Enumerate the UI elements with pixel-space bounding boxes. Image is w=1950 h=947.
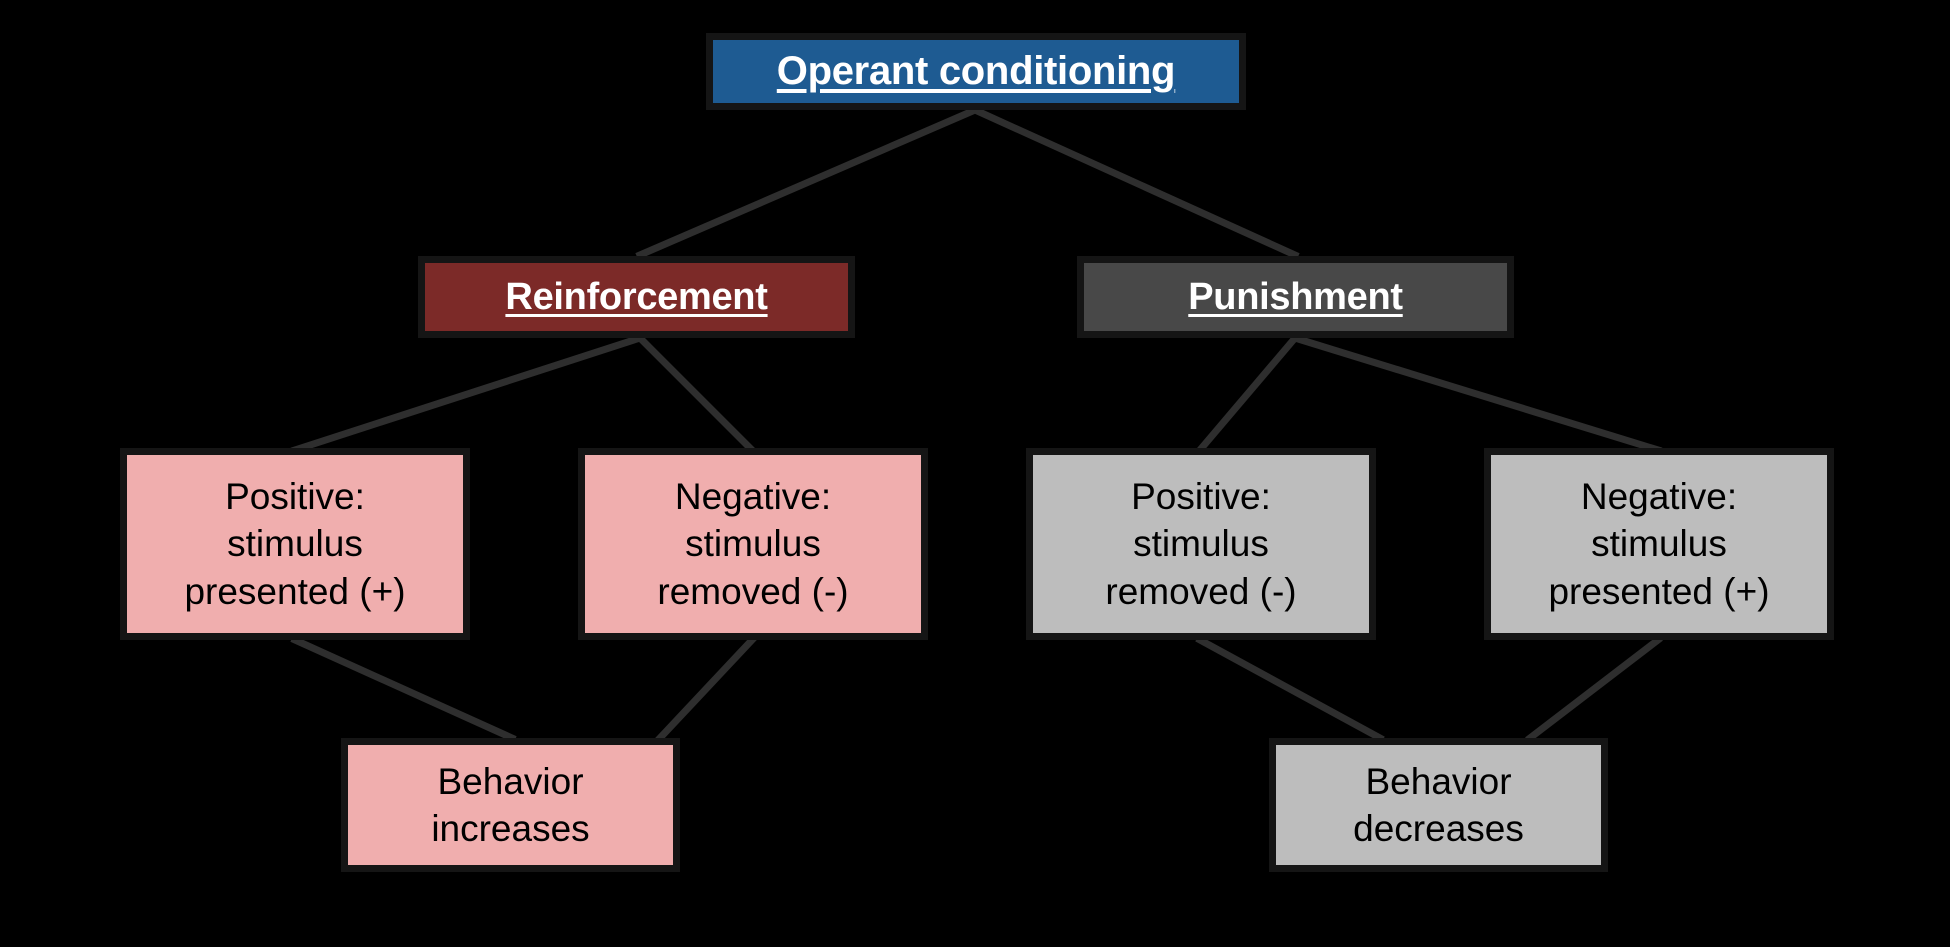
- node-punishment-positive-label: Positive: stimulus removed (-): [1105, 475, 1297, 612]
- node-punishment-positive[interactable]: Positive: stimulus removed (-): [1026, 448, 1376, 640]
- edge-punishment-to-negative: [1290, 333, 1663, 455]
- node-reinforcement-negative-label: Negative: stimulus removed (-): [657, 475, 849, 612]
- node-punishment-outcome-label: Behavior decreases: [1353, 760, 1524, 849]
- node-operant-conditioning[interactable]: Operant conditioning: [706, 33, 1246, 110]
- node-punishment-label: Punishment: [1188, 275, 1403, 318]
- edge-root-to-punishment: [970, 105, 1300, 260]
- node-operant-conditioning-label: Operant conditioning: [776, 49, 1176, 94]
- edge-root-to-reinforcement: [635, 105, 980, 260]
- node-punishment-negative-label: Negative: stimulus presented (+): [1548, 475, 1770, 612]
- edge-reinforcement-negative-to-outcome: [655, 635, 757, 743]
- node-reinforcement-positive-label: Positive: stimulus presented (+): [184, 475, 406, 612]
- node-reinforcement-label: Reinforcement: [505, 275, 768, 318]
- node-punishment[interactable]: Punishment: [1077, 256, 1514, 338]
- edge-punishment-positive-to-outcome: [1195, 635, 1385, 743]
- node-punishment-negative[interactable]: Negative: stimulus presented (+): [1484, 448, 1834, 640]
- node-reinforcement-outcome[interactable]: Behavior increases: [341, 738, 680, 872]
- node-reinforcement-outcome-label: Behavior increases: [431, 760, 590, 849]
- edge-reinforcement-to-positive: [290, 333, 645, 455]
- node-punishment-outcome[interactable]: Behavior decreases: [1269, 738, 1608, 872]
- edge-punishment-negative-to-outcome: [1525, 635, 1663, 743]
- node-reinforcement-negative[interactable]: Negative: stimulus removed (-): [578, 448, 928, 640]
- edge-punishment-to-positive: [1195, 333, 1300, 455]
- edge-reinforcement-to-negative: [635, 333, 757, 455]
- node-reinforcement-positive[interactable]: Positive: stimulus presented (+): [120, 448, 470, 640]
- node-reinforcement[interactable]: Reinforcement: [418, 256, 855, 338]
- edge-reinforcement-positive-to-outcome: [290, 635, 517, 743]
